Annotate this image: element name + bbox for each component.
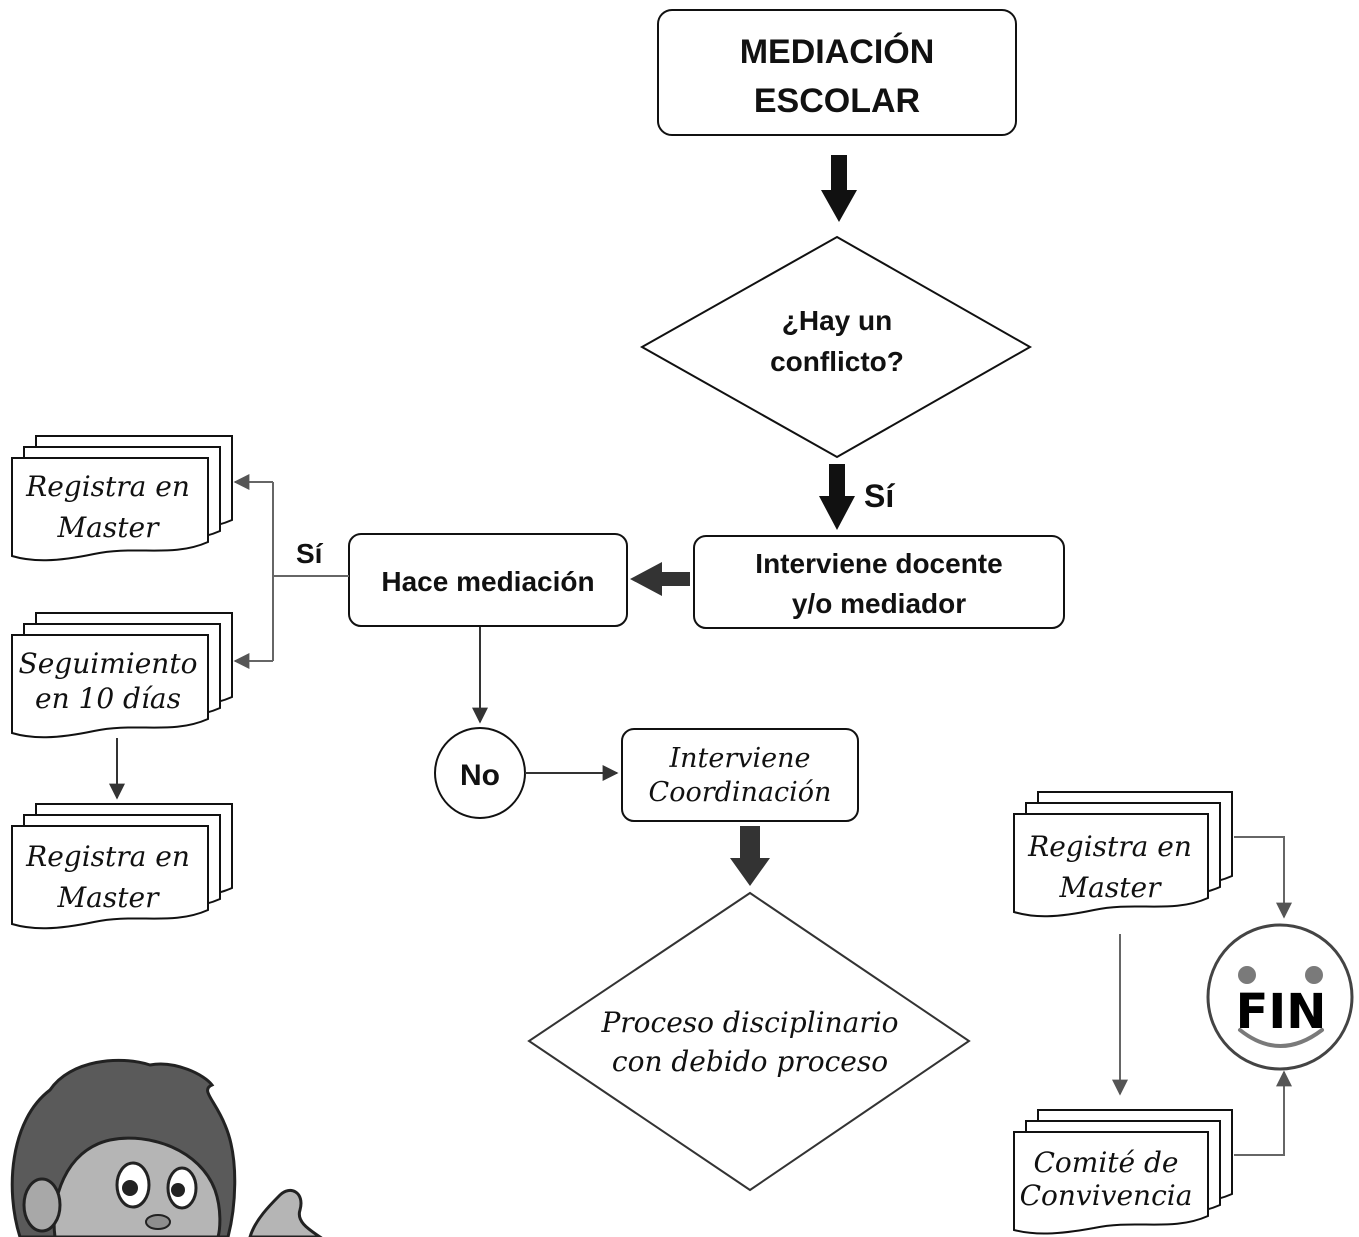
no-circle: No (434, 727, 526, 819)
doc-registra-1-line-2: Master (57, 511, 161, 544)
conflict-decision: ¿Hay un conflicto? (639, 235, 1033, 459)
doc-registra-2-line-2: Master (57, 881, 161, 914)
title-line-2: ESCOLAR (754, 82, 920, 120)
arrow-coordinacion-to-proceso (730, 826, 770, 886)
fin-label: FIN (1236, 984, 1327, 1040)
doc-seguimiento-line-1: Seguimiento (19, 647, 198, 680)
decision-line-1: ¿Hay un (782, 305, 892, 336)
doc-registra-1-line-1: Registra en (25, 470, 190, 503)
doc-comite-line-1: Comité de (1033, 1146, 1178, 1179)
connectors-to-fin (1234, 836, 1292, 1156)
doc-seguimiento-line-2: en 10 días (35, 682, 181, 715)
proceso-line-2: con debido proceso (612, 1045, 888, 1078)
fin-eye-right (1305, 966, 1323, 984)
title-line-1: MEDIACIÓN (740, 33, 935, 71)
doc-comite-line-2: Convivencia (1020, 1179, 1193, 1212)
interviene-docente-line-2: y/o mediador (792, 588, 966, 619)
doc-registra-2-line-1: Registra en (25, 840, 190, 873)
arrow-interviene-to-mediacion (630, 562, 690, 596)
decision-line-2: conflicto? (770, 346, 904, 377)
cartoon-boy-illustration (10, 1058, 323, 1237)
fin-smile (1238, 1028, 1324, 1048)
interviene-docente-box: Interviene docente y/o mediador (693, 535, 1065, 629)
arrow-decision-to-interviene (819, 464, 855, 530)
doc-registra-master-3: Registra en Master (1013, 791, 1233, 918)
coordinacion-line-1: Interviene (668, 743, 810, 774)
doc-registra-master-1: Registra en Master (11, 435, 233, 562)
fin-smiley: FIN (1206, 923, 1354, 1071)
doc-registra-master-2: Registra en Master (11, 803, 233, 930)
interviene-docente-line-1: Interviene docente (755, 548, 1002, 579)
no-label: No (460, 759, 500, 792)
arrow-title-to-decision (821, 155, 857, 222)
proceso-line-1: Proceso disciplinario (600, 1006, 898, 1039)
doc-registra-3-line-2: Master (1059, 871, 1163, 904)
label-si-left: Sí (296, 538, 324, 569)
hace-mediacion-label: Hace mediación (381, 566, 594, 597)
interviene-coordinacion-box: Interviene Coordinación (621, 728, 859, 822)
doc-registra-3-line-1: Registra en (1027, 830, 1192, 863)
fin-eye-left (1238, 966, 1256, 984)
hace-mediacion-box: Hace mediación (348, 533, 628, 627)
title-box: MEDIACIÓN ESCOLAR (657, 9, 1017, 136)
proceso-disciplinario-diamond: Proceso disciplinario con debido proceso (527, 891, 971, 1192)
coordinacion-line-2: Coordinación (649, 777, 832, 808)
si-branch-connector (233, 474, 349, 669)
doc-comite-convivencia: Comité de Convivencia (1013, 1109, 1233, 1235)
doc-seguimiento: Seguimiento en 10 días (11, 612, 233, 739)
label-si-main: Sí (864, 478, 895, 514)
